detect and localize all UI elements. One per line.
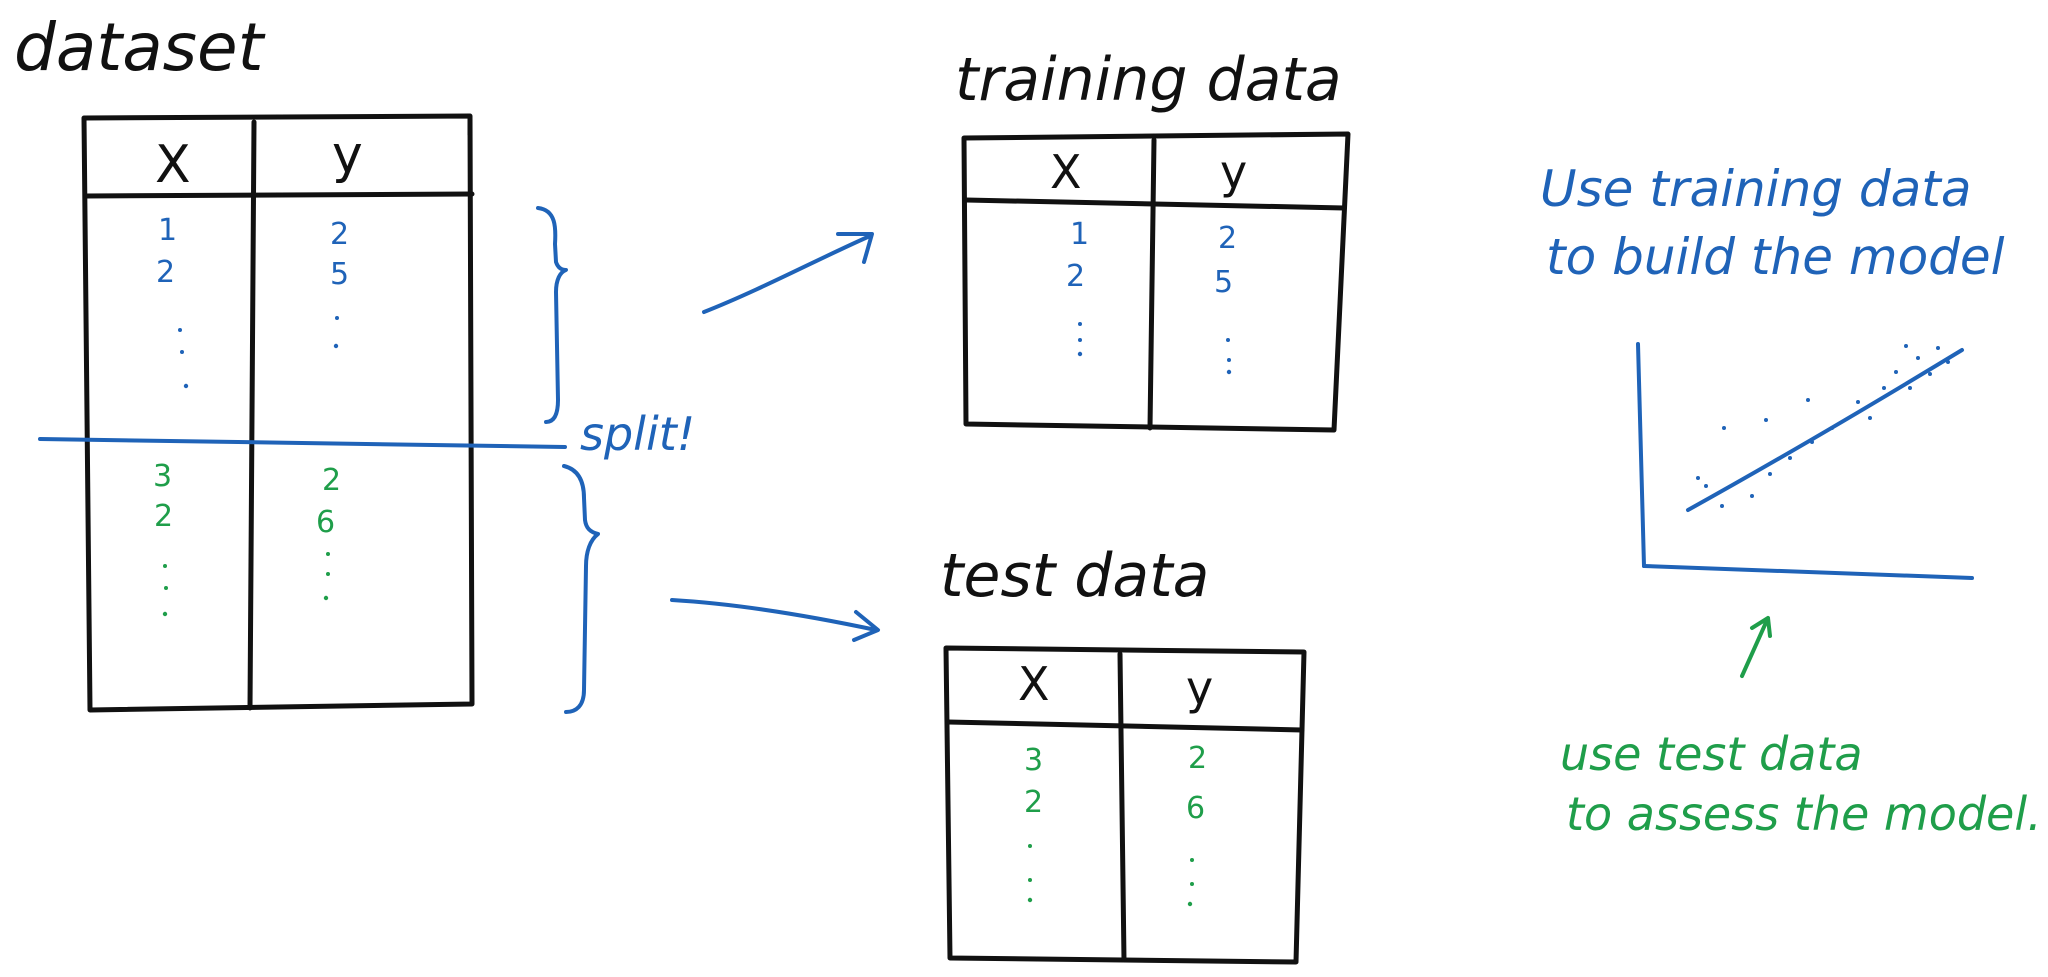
training-values: 1 2 2 5 bbox=[1066, 217, 1237, 300]
plot-fit-line bbox=[1686, 348, 1964, 512]
test-col-y: y bbox=[1186, 661, 1213, 715]
test-col-x: X bbox=[1018, 657, 1050, 711]
training-col-x: X bbox=[1050, 145, 1082, 199]
model-group: Use training data to build the model use… bbox=[1540, 160, 2042, 841]
test-x-2: 2 bbox=[1024, 785, 1043, 820]
note-test-line1: use test data bbox=[1560, 727, 1863, 781]
plot-points bbox=[1696, 344, 1950, 508]
test-title: test data bbox=[940, 541, 1209, 611]
arrow-to-test bbox=[670, 598, 878, 632]
dataset-train-x-2: 2 bbox=[156, 255, 175, 290]
training-y-1: 2 bbox=[1218, 221, 1237, 256]
training-x-1: 1 bbox=[1070, 217, 1089, 252]
dataset-table bbox=[81, 113, 475, 713]
dataset-test-x-2: 2 bbox=[154, 499, 173, 534]
dataset-test-ellipsis bbox=[162, 552, 330, 617]
training-title: training data bbox=[955, 45, 1342, 115]
dataset-col-y: y bbox=[332, 125, 363, 185]
note-train-line2: to build the model bbox=[1546, 228, 2005, 286]
test-table-border bbox=[943, 645, 1307, 965]
test-brace bbox=[562, 464, 600, 714]
dataset-test-y-1: 2 bbox=[322, 463, 341, 498]
note-test-line2: to assess the model. bbox=[1566, 787, 2042, 841]
test-values: 3 2 2 6 bbox=[1024, 741, 1207, 826]
dataset-col-x: X bbox=[155, 135, 191, 195]
dataset-group: dataset X y 1 2 2 5 3 2 2 6 bbox=[14, 9, 475, 713]
training-column-divider bbox=[1147, 137, 1157, 431]
arrow-assess bbox=[1740, 616, 1772, 678]
test-y-2: 6 bbox=[1186, 791, 1205, 826]
training-table bbox=[961, 131, 1351, 433]
dataset-test-x-1: 3 bbox=[153, 459, 172, 494]
dataset-train-ellipsis bbox=[178, 316, 339, 389]
plot-x-axis bbox=[1642, 564, 1974, 580]
arrows-group bbox=[670, 232, 880, 642]
model-plot bbox=[1636, 342, 1974, 580]
training-table-border bbox=[961, 131, 1351, 433]
dataset-test-y-2: 6 bbox=[316, 505, 335, 540]
split-group: split! bbox=[38, 206, 695, 714]
arrow-to-training bbox=[702, 234, 872, 314]
note-train-line1: Use training data bbox=[1540, 160, 1972, 218]
split-line bbox=[38, 437, 567, 449]
test-header-divider bbox=[945, 719, 1305, 733]
dataset-title: dataset bbox=[14, 9, 266, 86]
split-label: split! bbox=[580, 407, 695, 461]
dataset-train-y-1: 2 bbox=[330, 217, 349, 252]
plot-y-axis bbox=[1636, 342, 1646, 568]
arrow-to-training-head bbox=[836, 232, 874, 264]
test-x-1: 3 bbox=[1024, 743, 1043, 778]
training-col-y: y bbox=[1220, 145, 1247, 199]
training-y-2: 5 bbox=[1214, 265, 1233, 300]
dataset-column-divider bbox=[247, 119, 257, 711]
test-group: test data X y 3 2 2 6 bbox=[940, 541, 1307, 965]
test-ellipsis bbox=[1027, 844, 1194, 907]
dataset-test-values: 3 2 2 6 bbox=[153, 459, 341, 540]
test-table bbox=[943, 645, 1307, 965]
training-ellipsis bbox=[1077, 322, 1232, 375]
dataset-train-x-1: 1 bbox=[158, 213, 177, 248]
train-brace bbox=[536, 206, 568, 424]
test-column-divider bbox=[1117, 651, 1127, 963]
dataset-train-values: 1 2 2 5 bbox=[156, 213, 349, 292]
training-group: training data X y 1 2 2 5 bbox=[955, 45, 1351, 433]
arrow-to-test-head bbox=[852, 610, 880, 642]
dataset-header-divider bbox=[83, 191, 475, 199]
test-y-1: 2 bbox=[1188, 741, 1207, 776]
dataset-table-border bbox=[81, 113, 475, 713]
dataset-train-y-2: 5 bbox=[330, 257, 349, 292]
training-x-2: 2 bbox=[1066, 259, 1085, 294]
